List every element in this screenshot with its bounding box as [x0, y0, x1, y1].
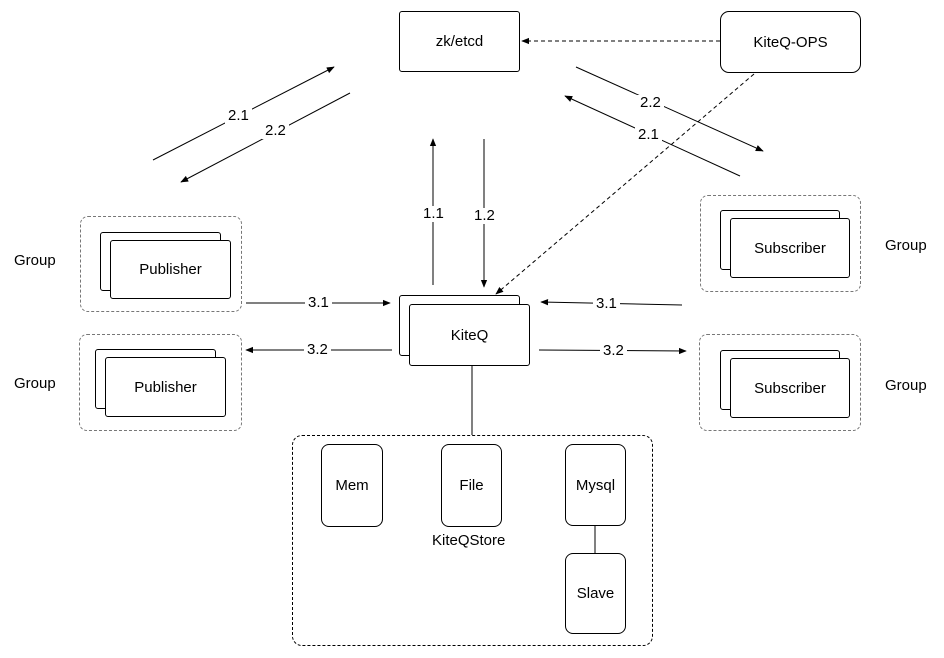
zk-etcd-node: zk/etcd [399, 11, 520, 72]
file-node: File [441, 444, 502, 527]
mem-label: Mem [335, 477, 369, 494]
edge-label-subscriber-deliver: 3.2 [600, 343, 627, 359]
kiteq-store-label: KiteQStore [432, 532, 506, 549]
edge-label-kiteq-watch: 1.2 [471, 208, 498, 224]
group-label-right-top: Group [885, 237, 927, 254]
edge-label-publisher-register: 2.1 [225, 108, 252, 124]
subscriber-node-top: Subscriber [730, 218, 850, 278]
kiteq-node: KiteQ [409, 304, 530, 366]
group-label-left-bottom: Group [14, 375, 56, 392]
edge-label-publisher-send: 3.1 [305, 295, 332, 311]
subscriber-group-bottom [699, 334, 861, 431]
kiteq-label: KiteQ [450, 326, 489, 344]
slave-node: Slave [565, 553, 626, 634]
publisher-top-label: Publisher [139, 261, 202, 278]
kiteq-store-container [292, 435, 653, 646]
subscriber-bottom-label: Subscriber [754, 379, 826, 397]
kiteq-ops-label: KiteQ-OPS [753, 33, 828, 51]
edge-label-publisher-ack: 3.2 [304, 342, 331, 358]
publisher-node-top: Publisher [110, 240, 231, 299]
file-label: File [459, 477, 484, 494]
mem-node: Mem [321, 444, 383, 527]
slave-label: Slave [576, 585, 615, 602]
group-label-left-top: Group [14, 252, 56, 269]
edge-label-subscriber-ack: 3.1 [593, 296, 620, 312]
publisher-node-bottom: Publisher [105, 357, 226, 417]
publisher-bottom-label: Publisher [134, 378, 197, 396]
ops-to-kiteq-arrow [495, 73, 755, 295]
group-label-right-bottom: Group [885, 377, 927, 394]
subscriber-group-top [700, 195, 861, 292]
edge-label-subscriber-watch: 2.2 [637, 95, 664, 111]
edge-label-subscriber-register: 2.1 [635, 127, 662, 143]
edge-label-publisher-watch: 2.2 [262, 123, 289, 139]
zk-etcd-label: zk/etcd [435, 33, 484, 50]
subscriber-node-bottom: Subscriber [730, 358, 850, 418]
publisher-group-top [80, 216, 242, 312]
mysql-label: Mysql [575, 476, 616, 494]
subscriber-watch-arrow [575, 66, 764, 152]
publisher-group-bottom [79, 334, 242, 431]
kiteq-ops-node: KiteQ-OPS [720, 11, 861, 73]
edge-label-kiteq-register: 1.1 [420, 206, 447, 222]
mysql-node: Mysql [565, 444, 626, 526]
subscriber-top-label: Subscriber [754, 239, 826, 257]
